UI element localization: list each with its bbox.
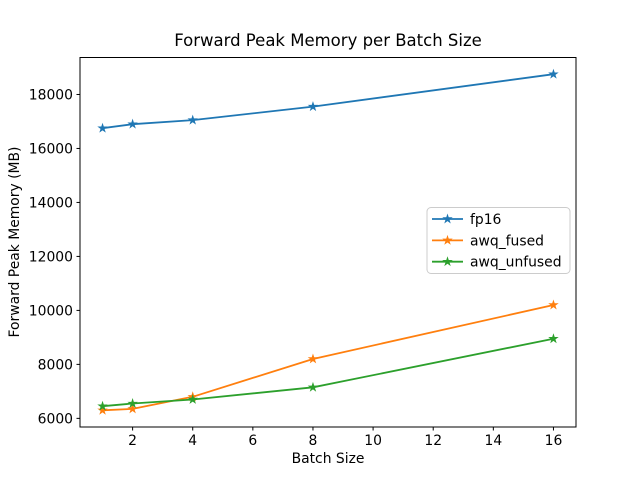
series-marker-fp16 xyxy=(187,114,198,125)
y-axis-label: Forward Peak Memory (MB) xyxy=(7,146,23,338)
y-tick-label: 10000 xyxy=(29,303,73,319)
series-marker-fp16 xyxy=(548,68,559,79)
legend-handle-marker xyxy=(442,234,453,245)
series-marker-awq_fused xyxy=(97,404,108,415)
x-tick-label: 6 xyxy=(248,433,257,449)
x-axis-label: Batch Size xyxy=(291,451,365,467)
legend-handle-marker xyxy=(442,256,453,267)
y-tick-label: 12000 xyxy=(29,249,73,265)
x-tick-label: 14 xyxy=(484,433,502,449)
series-marker-awq_unfused xyxy=(307,381,319,392)
x-tick-label: 4 xyxy=(188,433,197,449)
x-tick-label: 16 xyxy=(545,433,563,449)
series-marker-fp16 xyxy=(97,122,108,133)
legend-label-awq_fused: awq_fused xyxy=(470,233,544,249)
series-marker-fp16 xyxy=(127,118,138,129)
legend-label-fp16: fp16 xyxy=(470,212,501,228)
series-marker-awq_unfused xyxy=(187,393,198,404)
x-tick-label: 12 xyxy=(424,433,442,449)
x-tick-label: 2 xyxy=(128,433,137,449)
y-tick-label: 8000 xyxy=(38,357,73,373)
legend-label-awq_unfused: awq_unfused xyxy=(470,255,562,271)
series-marker-awq_fused xyxy=(548,299,559,310)
y-tick-label: 18000 xyxy=(29,87,73,103)
series-marker-awq_unfused xyxy=(127,398,138,408)
series-marker-fp16 xyxy=(307,101,319,112)
series-marker-awq_unfused xyxy=(97,400,108,411)
y-tick-label: 14000 xyxy=(29,195,73,211)
legend-handle-marker xyxy=(442,213,453,224)
x-tick-label: 10 xyxy=(364,433,382,449)
y-tick-label: 6000 xyxy=(38,411,73,427)
series-marker-awq_fused xyxy=(127,403,138,414)
series-marker-awq_fused xyxy=(307,353,319,364)
series-marker-awq_unfused xyxy=(548,333,559,344)
x-tick-label: 8 xyxy=(309,433,318,449)
legend-box xyxy=(426,207,571,274)
chart-title: Forward Peak Memory per Batch Size xyxy=(174,31,482,50)
y-tick-label: 16000 xyxy=(29,141,73,157)
